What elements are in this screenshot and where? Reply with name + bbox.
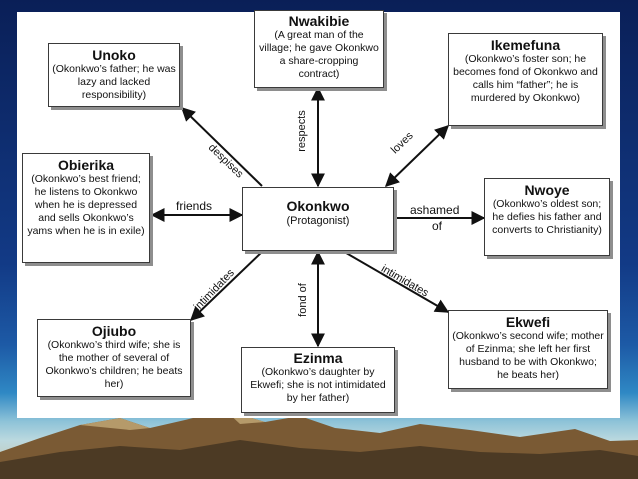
node-ikemefuna-name: Ikemefuna [490, 37, 561, 53]
node-nwoye-name: Nwoye [524, 182, 570, 198]
node-ekwefi-name: Ekwefi [505, 314, 551, 330]
label-respects: respects [295, 110, 308, 152]
node-okonkwo-desc: (Protagonist) [286, 215, 350, 227]
node-nwoye-desc: (Okonkwo’s oldest son; he defies his fat… [492, 198, 602, 236]
node-unoko-desc: (Okonkwo’s father; he was lazy and lacke… [52, 63, 176, 101]
label-fond-of: fond of [296, 283, 309, 317]
node-ezinma: Ezinma (Okonkwo’s daughter by Ekwefi; sh… [241, 347, 395, 413]
node-nwoye: Nwoye (Okonkwo’s oldest son; he defies h… [484, 178, 610, 256]
node-ekwefi: Ekwefi (Okonkwo’s second wife; mother of… [448, 310, 608, 389]
node-ojiubo-desc: (Okonkwo’s third wife; she is the mother… [45, 339, 183, 390]
arrow-despises [180, 107, 263, 187]
node-obierika-desc: (Okonkwo’s best friend; he listens to Ok… [27, 173, 145, 237]
node-okonkwo-name: Okonkwo [286, 198, 350, 214]
arrow-intimidates-right [340, 249, 450, 313]
node-obierika: Obierika (Okonkwo’s best friend; he list… [22, 153, 150, 263]
node-okonkwo: Okonkwo (Protagonist) [242, 187, 394, 251]
label-ashamed: ashamed [410, 203, 460, 217]
node-ojiubo-name: Ojiubo [91, 323, 137, 339]
label-of: of [432, 219, 443, 233]
node-ezinma-name: Ezinma [293, 350, 343, 366]
node-ikemefuna-desc: (Okonkwo’s foster son; he becomes fond o… [453, 53, 598, 104]
node-ojiubo: Ojiubo (Okonkwo’s third wife; she is the… [37, 319, 191, 397]
arrow-intimidates-left [189, 249, 265, 321]
node-ezinma-desc: (Okonkwo’s daughter by Ekwefi; she is no… [250, 366, 386, 404]
node-ekwefi-desc: (Okonkwo’s second wife; mother of Ezinma… [452, 330, 604, 381]
arrow-loves [384, 125, 450, 187]
node-nwakibie-desc: (A great man of the village; he gave Oko… [259, 29, 379, 80]
label-friends: friends [176, 199, 213, 213]
node-unoko: Unoko (Okonkwo’s father; he was lazy and… [48, 43, 180, 107]
node-unoko-name: Unoko [92, 47, 136, 63]
node-nwakibie-name: Nwakibie [288, 13, 350, 29]
node-ikemefuna: Ikemefuna (Okonkwo’s foster son; he beco… [448, 33, 603, 126]
node-obierika-name: Obierika [57, 157, 115, 173]
node-nwakibie: Nwakibie (A great man of the village; he… [254, 10, 384, 88]
